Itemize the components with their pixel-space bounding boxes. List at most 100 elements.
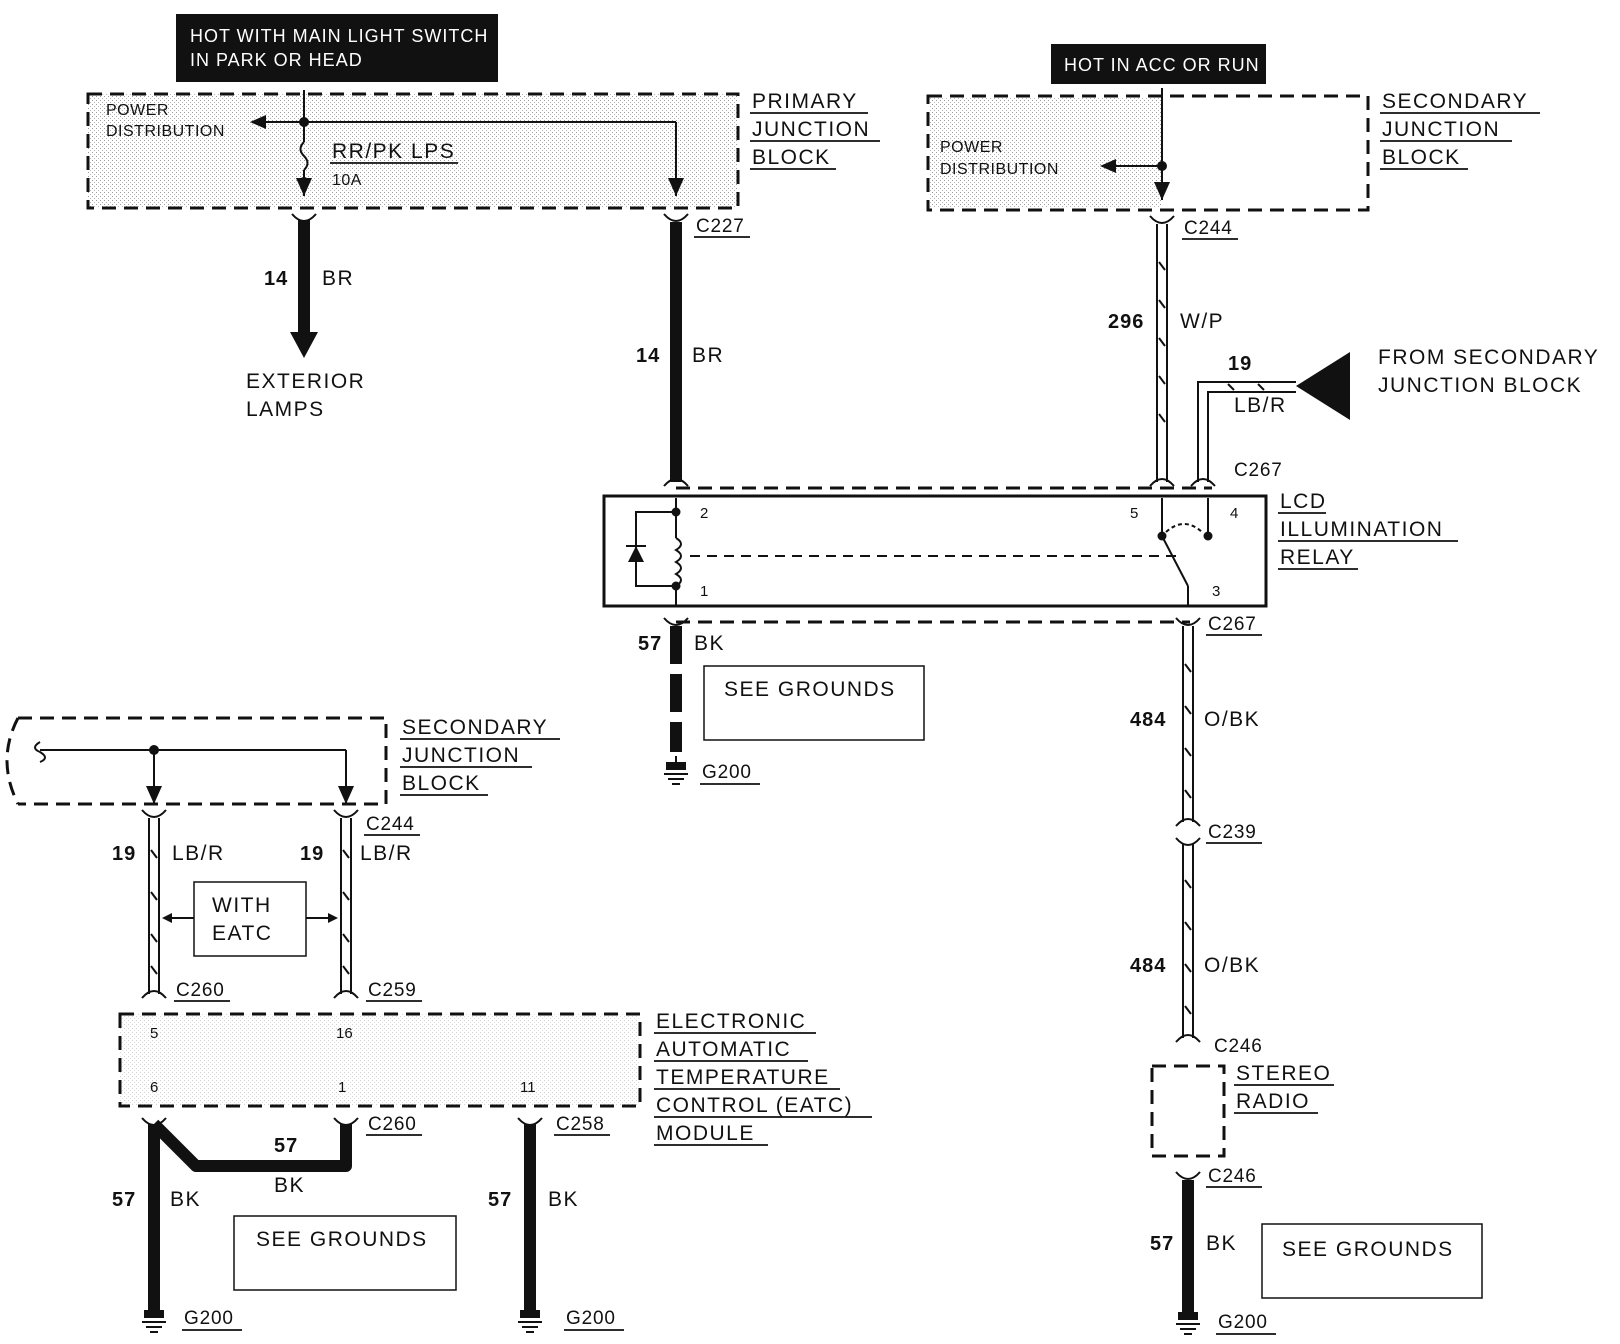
svg-text:RADIO: RADIO <box>1236 1090 1310 1113</box>
svg-text:296: 296 <box>1108 311 1144 333</box>
svg-text:11: 11 <box>520 1079 536 1096</box>
svg-text:HOT WITH MAIN LIGHT SWITCH: HOT WITH MAIN LIGHT SWITCH <box>190 26 488 46</box>
svg-text:4: 4 <box>1230 505 1238 522</box>
svg-text:C260: C260 <box>176 980 225 1001</box>
svg-text:SEE GROUNDS: SEE GROUNDS <box>256 1228 428 1251</box>
svg-text:484: 484 <box>1130 709 1166 731</box>
svg-text:DISTRIBUTION: DISTRIBUTION <box>940 161 1059 178</box>
svg-text:19: 19 <box>300 843 324 865</box>
ground-icon <box>664 756 688 785</box>
ground-icon <box>142 1310 166 1333</box>
svg-text:HOT IN ACC OR RUN: HOT IN ACC OR RUN <box>1064 55 1260 75</box>
svg-text:C246: C246 <box>1208 1166 1257 1187</box>
wire-484-obk: C267 484 O/BK C239 484 O/BK C246 <box>1130 614 1263 1057</box>
svg-text:14: 14 <box>264 268 288 290</box>
svg-text:EXTERIOR: EXTERIOR <box>246 370 365 393</box>
ground-icon <box>518 1310 542 1333</box>
svg-text:POWER: POWER <box>106 102 169 119</box>
svg-text:BK: BK <box>170 1188 201 1211</box>
svg-text:EATC: EATC <box>212 922 272 945</box>
svg-text:SEE GROUNDS: SEE GROUNDS <box>724 678 896 701</box>
svg-text:1: 1 <box>338 1079 346 1096</box>
svg-text:57: 57 <box>112 1189 136 1211</box>
svg-text:10A: 10A <box>332 172 362 189</box>
svg-text:C258: C258 <box>556 1114 605 1135</box>
svg-text:C246: C246 <box>1214 1036 1263 1057</box>
svg-text:SECONDARY: SECONDARY <box>402 716 548 739</box>
svg-text:G200: G200 <box>1218 1312 1268 1333</box>
svg-text:WITH: WITH <box>212 894 272 917</box>
svg-text:O/BK: O/BK <box>1204 708 1260 731</box>
svg-text:POWER: POWER <box>940 139 1003 156</box>
svg-text:BK: BK <box>274 1174 305 1197</box>
svg-text:57: 57 <box>274 1135 298 1157</box>
svg-text:6: 6 <box>150 1079 158 1096</box>
wire-296-wp: C244 296 W/P <box>1108 215 1238 487</box>
svg-text:C244: C244 <box>366 814 415 835</box>
svg-text:C267: C267 <box>1208 614 1257 635</box>
svg-text:C239: C239 <box>1208 822 1257 843</box>
secondary-junction-block-top: POWER DISTRIBUTION SECONDARY JUNCTION BL… <box>926 88 1540 212</box>
svg-text:57: 57 <box>1150 1233 1174 1255</box>
svg-text:JUNCTION: JUNCTION <box>752 118 870 141</box>
svg-text:STEREO: STEREO <box>1236 1062 1331 1085</box>
svg-text:MODULE: MODULE <box>656 1122 755 1145</box>
header-park-head: HOT WITH MAIN LIGHT SWITCH IN PARK OR HE… <box>176 14 498 82</box>
svg-text:TT: TT <box>1320 377 1341 396</box>
svg-text:W/P: W/P <box>1180 310 1224 333</box>
svg-text:C267: C267 <box>1234 460 1283 481</box>
eatc-ground-wires: C260 C258 57 BK 57 BK SEE GROUNDS 57 BK … <box>112 1114 624 1333</box>
wire-57-bk-radio: C246 57 BK SEE GROUNDS G200 <box>1150 1166 1483 1335</box>
svg-text:TEMPERATURE: TEMPERATURE <box>656 1066 830 1089</box>
svg-text:JUNCTION: JUNCTION <box>1382 118 1500 141</box>
lcd-illumination-relay: 2 1 5 4 3 LCD ILLUMINATION RELAY <box>602 486 1458 624</box>
svg-text:3: 3 <box>1212 583 1220 600</box>
svg-text:BK: BK <box>694 632 725 655</box>
secondary-junction-block-left: SECONDARY JUNCTION BLOCK <box>5 716 560 806</box>
svg-text:JUNCTION BLOCK: JUNCTION BLOCK <box>1378 374 1582 397</box>
svg-text:BLOCK: BLOCK <box>402 772 481 795</box>
wire-14-br-relay: C227 14 BR <box>636 213 750 487</box>
ground-icon <box>1176 1312 1200 1335</box>
svg-text:C227: C227 <box>696 216 745 237</box>
svg-text:BR: BR <box>322 267 354 290</box>
svg-text:19: 19 <box>112 843 136 865</box>
svg-text:BLOCK: BLOCK <box>752 146 831 169</box>
svg-text:LCD: LCD <box>1280 490 1327 513</box>
svg-text:LB/R: LB/R <box>172 842 225 865</box>
svg-text:BLOCK: BLOCK <box>1382 146 1461 169</box>
svg-text:2: 2 <box>700 505 708 522</box>
svg-text:RELAY: RELAY <box>1280 546 1355 569</box>
svg-text:SEE GROUNDS: SEE GROUNDS <box>1282 1238 1454 1261</box>
wire-exterior-lamps: 14 BR EXTERIOR LAMPS <box>246 213 365 421</box>
svg-text:O/BK: O/BK <box>1204 954 1260 977</box>
svg-text:LB/R: LB/R <box>360 842 413 865</box>
svg-text:ELECTRONIC: ELECTRONIC <box>656 1010 806 1033</box>
svg-text:5: 5 <box>1130 505 1138 522</box>
eatc-module: 5 16 6 1 11 ELECTRONIC AUTOMATIC TEMPERA… <box>118 1010 872 1146</box>
svg-text:AUTOMATIC: AUTOMATIC <box>656 1038 791 1061</box>
svg-text:ILLUMINATION: ILLUMINATION <box>1280 518 1443 541</box>
svg-text:C260: C260 <box>368 1114 417 1135</box>
svg-text:16: 16 <box>336 1025 353 1042</box>
wires-19-lbr-left: C244 19 LB/R 19 LB/R WITH EATC C260 C259 <box>112 809 422 1002</box>
svg-text:PRIMARY: PRIMARY <box>752 90 858 113</box>
primary-junction-block: POWER DISTRIBUTION RR/PK LPS 10A PRIMARY… <box>86 90 880 210</box>
svg-text:BK: BK <box>548 1188 579 1211</box>
svg-text:DISTRIBUTION: DISTRIBUTION <box>106 123 225 140</box>
svg-text:19: 19 <box>1228 353 1252 375</box>
svg-text:484: 484 <box>1130 955 1166 977</box>
svg-text:C244: C244 <box>1184 218 1233 239</box>
wire-57-bk-relay: 57 BK SEE GROUNDS G200 <box>638 617 925 785</box>
svg-text:G200: G200 <box>702 762 752 783</box>
wire-19-lbr-top: 19 LB/R TT FROM SECONDARY JUNCTION BLOCK… <box>1190 346 1599 487</box>
svg-text:G200: G200 <box>566 1308 616 1329</box>
fuse-name: RR/PK LPS <box>332 140 455 163</box>
svg-text:JUNCTION: JUNCTION <box>402 744 520 767</box>
svg-text:C259: C259 <box>368 980 417 1001</box>
header-acc-run: HOT IN ACC OR RUN <box>1051 44 1266 84</box>
svg-text:FROM SECONDARY: FROM SECONDARY <box>1378 346 1599 369</box>
svg-text:G200: G200 <box>184 1308 234 1329</box>
svg-text:SECONDARY: SECONDARY <box>1382 90 1528 113</box>
svg-text:LAMPS: LAMPS <box>246 398 325 421</box>
